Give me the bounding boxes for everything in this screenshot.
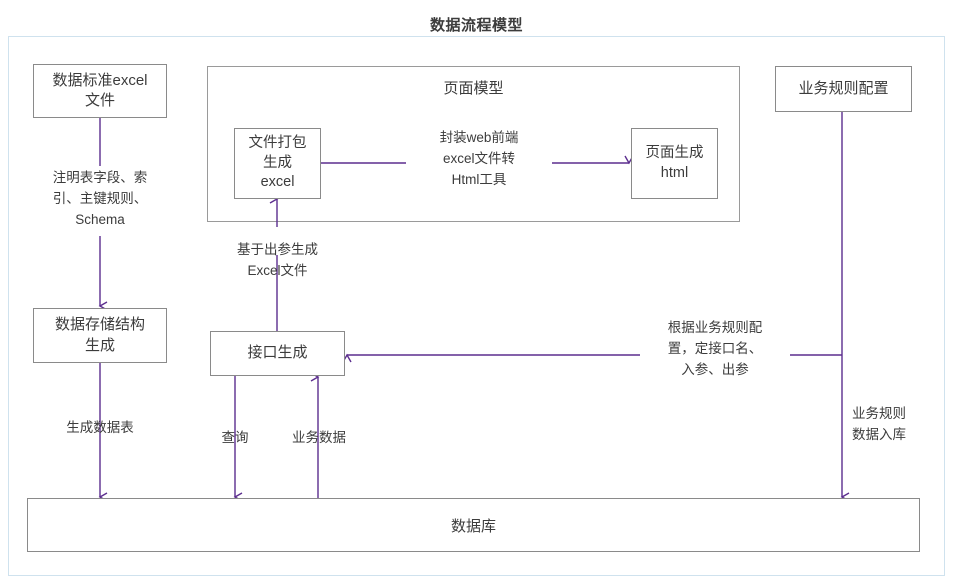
edge-label-by-business-rule-config: 根据业务规则配 置，定接口名、 入参、出参: [667, 320, 763, 377]
node-interface-generation-line1: 接口生成: [247, 344, 308, 362]
node-page-generate-html-line2: html: [660, 164, 689, 181]
node-file-package-excel[interactable]: 文件打包 生成 excel: [234, 128, 321, 199]
node-interface-generation[interactable]: 接口生成: [210, 331, 345, 376]
edge-label-generate-data-table: 生成数据表: [66, 420, 134, 435]
node-page-generate-html-line1: 页面生成: [645, 144, 704, 161]
page-title: 数据流程模型: [429, 17, 523, 34]
edge-label-web-excel-to-html-tool: 封装web前端 excel文件转 Html工具: [439, 130, 519, 187]
node-database[interactable]: 数据库: [27, 498, 920, 552]
node-data-storage-structure-line2: 生成: [84, 336, 115, 354]
edge-label-business-rule-data-into-db: 业务规则 数据入库: [852, 406, 906, 442]
node-data-storage-structure[interactable]: 数据存储结构 生成: [33, 308, 167, 363]
group-page-model-title: 页面模型: [443, 80, 504, 97]
edge-label-based-on-output-excel: 基于出参生成 Excel文件: [237, 242, 318, 278]
node-data-storage-structure-line1: 数据存储结构: [54, 316, 145, 334]
node-page-generate-html[interactable]: 页面生成 html: [631, 128, 718, 199]
node-file-package-excel-line2: 生成: [263, 154, 292, 171]
node-data-standard-excel-line1: 数据标准excel: [52, 71, 148, 89]
edge-label-schema-rules: 注明表字段、索 引、主键规则、 Schema: [52, 170, 148, 227]
node-file-package-excel-line1: 文件打包: [248, 135, 307, 152]
diagram-outer-frame: [8, 36, 945, 576]
node-database-label: 数据库: [450, 517, 496, 535]
node-data-standard-excel[interactable]: 数据标准excel 文件: [33, 64, 167, 118]
edge-label-business-data: 业务数据: [292, 430, 346, 445]
edge-label-query: 查询: [221, 430, 249, 445]
node-business-rule-config-line1: 业务规则配置: [798, 79, 889, 97]
node-file-package-excel-line3: excel: [260, 174, 295, 191]
node-business-rule-config[interactable]: 业务规则配置: [775, 66, 912, 112]
node-data-standard-excel-line2: 文件: [84, 92, 115, 109]
